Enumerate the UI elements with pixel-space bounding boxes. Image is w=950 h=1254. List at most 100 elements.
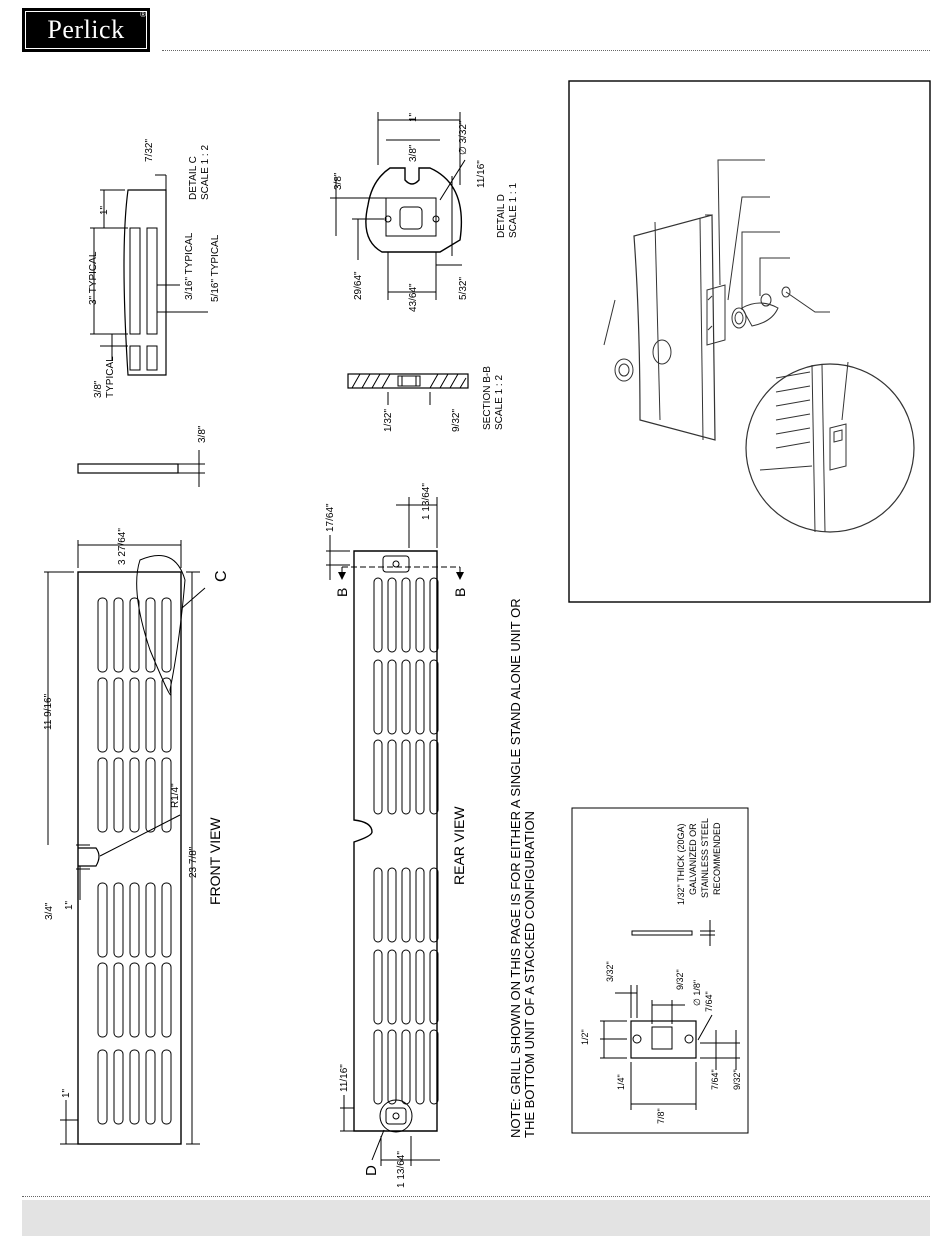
vent-slot <box>401 949 411 1025</box>
vent-slot <box>129 757 140 833</box>
vent-slot <box>113 1049 124 1125</box>
vent-slot <box>97 757 108 833</box>
vent-slot <box>415 659 425 735</box>
side-profile-thickness: 3/8" <box>197 425 208 443</box>
vent-slot <box>97 677 108 753</box>
bracket-frame <box>571 807 749 1134</box>
vent-slot <box>387 739 397 815</box>
detail-c-callout: C <box>213 570 230 582</box>
vent-slot <box>429 659 439 735</box>
vent-slot <box>373 659 383 735</box>
rear-view-drawing <box>326 497 461 1166</box>
bracket-material-3: STAINLESS STEEL <box>700 818 710 898</box>
bracket-drawing <box>600 920 740 1110</box>
vent-slot <box>145 1049 156 1125</box>
front-view-drawing <box>44 540 206 1145</box>
vent-slot <box>415 577 425 653</box>
front-end-margin-dim: 1" <box>61 1088 72 1098</box>
detail-c-typical-3: 3" TYPICAL <box>88 251 99 305</box>
vent-slot <box>145 962 156 1038</box>
vent-slot <box>387 949 397 1025</box>
bracket-dim-i: 9/32" <box>732 1069 742 1090</box>
rear-slot-group <box>373 577 439 1105</box>
bracket-dim-h: 7/64" <box>710 1069 720 1090</box>
rear-view-label: REAR VIEW <box>451 806 467 885</box>
detail-d-slot-dim: 3/8" <box>408 144 419 162</box>
section-bb-title: SECTION B-B <box>482 366 493 430</box>
vent-slot <box>387 867 397 943</box>
vent-slot <box>161 757 172 833</box>
detail-c-typical-5-16: 5/16" TYPICAL <box>210 234 221 302</box>
vent-slot <box>373 739 383 815</box>
section-bb-sheet-dim: 1/32" <box>383 409 394 432</box>
detail-c-title: DETAIL C <box>188 156 199 200</box>
vent-slot <box>373 867 383 943</box>
vent-slot <box>373 577 383 653</box>
vent-slot <box>113 757 124 833</box>
section-bb-boss-dim: 9/32" <box>451 409 462 432</box>
front-slot-group <box>97 597 172 1125</box>
bracket-dim-f: 1/4" <box>616 1074 626 1090</box>
side-profile-drawing <box>77 450 205 487</box>
vent-slot <box>415 1029 425 1105</box>
vent-slot <box>387 577 397 653</box>
detail-d-hole-dim: ∅ 3/32" <box>458 120 469 155</box>
rear-bottom-offset-dim: 11/16" <box>339 1064 350 1092</box>
logo-text: Perlick <box>47 15 125 44</box>
note-line-2: THE BOTTOM UNIT OF A STACKED CONFIGURATI… <box>522 811 537 1138</box>
perlick-logo: Perlick ® <box>22 8 150 52</box>
detail-c-typical-label: TYPICAL <box>105 356 116 398</box>
bracket-dim-b: 9/32" <box>675 969 685 990</box>
vent-slot <box>401 1029 411 1105</box>
rear-bottom-width-dim: 1 13/64" <box>396 1151 407 1188</box>
vent-slot <box>113 677 124 753</box>
vent-slot <box>373 949 383 1025</box>
vent-slot <box>129 882 140 958</box>
front-half-length-dim: 11 9/16" <box>43 693 54 730</box>
detail-c-typical-3-16: 3/16" TYPICAL <box>184 232 195 300</box>
detail-d-a-dim: 29/64" <box>353 271 364 300</box>
vent-slot <box>387 659 397 735</box>
detail-d-b-dim: 43/64" <box>408 283 419 312</box>
bracket-material-2: GALVANIZED OR <box>688 823 698 895</box>
front-notch-offset-dim: 1" <box>64 900 75 910</box>
detail-c-typical-3-8: 3/8" <box>93 380 104 398</box>
vent-slot <box>113 882 124 958</box>
isometric-illustration <box>603 159 915 533</box>
detail-d-drawing <box>330 112 466 300</box>
vent-slot <box>401 739 411 815</box>
front-radius-dim: R1/4" <box>170 783 181 808</box>
vent-slot <box>113 597 124 673</box>
vent-slot <box>161 882 172 958</box>
vent-slot <box>415 867 425 943</box>
vent-slot <box>97 882 108 958</box>
vent-slot <box>97 962 108 1038</box>
footer-band <box>22 1200 930 1236</box>
vent-slot <box>429 739 439 815</box>
vent-slot <box>401 577 411 653</box>
front-view-label: FRONT VIEW <box>207 817 223 905</box>
bracket-dim-d: 7/64" <box>704 991 714 1012</box>
illustration-frame <box>568 80 931 603</box>
vent-slot <box>387 1029 397 1105</box>
vent-slot <box>113 962 124 1038</box>
bracket-dim-e: 1/2" <box>580 1029 590 1045</box>
detail-d-scale: SCALE 1 : 1 <box>508 183 519 238</box>
vent-slot <box>129 597 140 673</box>
bracket-material-1: 1/32" THICK (20GA) <box>676 823 686 905</box>
vent-slot <box>161 962 172 1038</box>
vent-slot <box>401 867 411 943</box>
vent-slot <box>97 1049 108 1125</box>
vent-slot <box>415 739 425 815</box>
detail-d-callout: D <box>363 1165 380 1176</box>
detail-d-title: DETAIL D <box>496 194 507 238</box>
section-marker-left: B <box>334 588 350 597</box>
vent-slot <box>429 577 439 653</box>
rear-top-width-dim: 1 13/64" <box>421 483 432 520</box>
vent-slot <box>161 597 172 673</box>
bracket-dim-c: ∅ 1/8" <box>692 980 702 1006</box>
rear-top-offset-dim: 17/64" <box>325 503 336 532</box>
footer-rule <box>22 1196 930 1197</box>
bracket-material-4: RECOMMENDED <box>712 822 722 895</box>
